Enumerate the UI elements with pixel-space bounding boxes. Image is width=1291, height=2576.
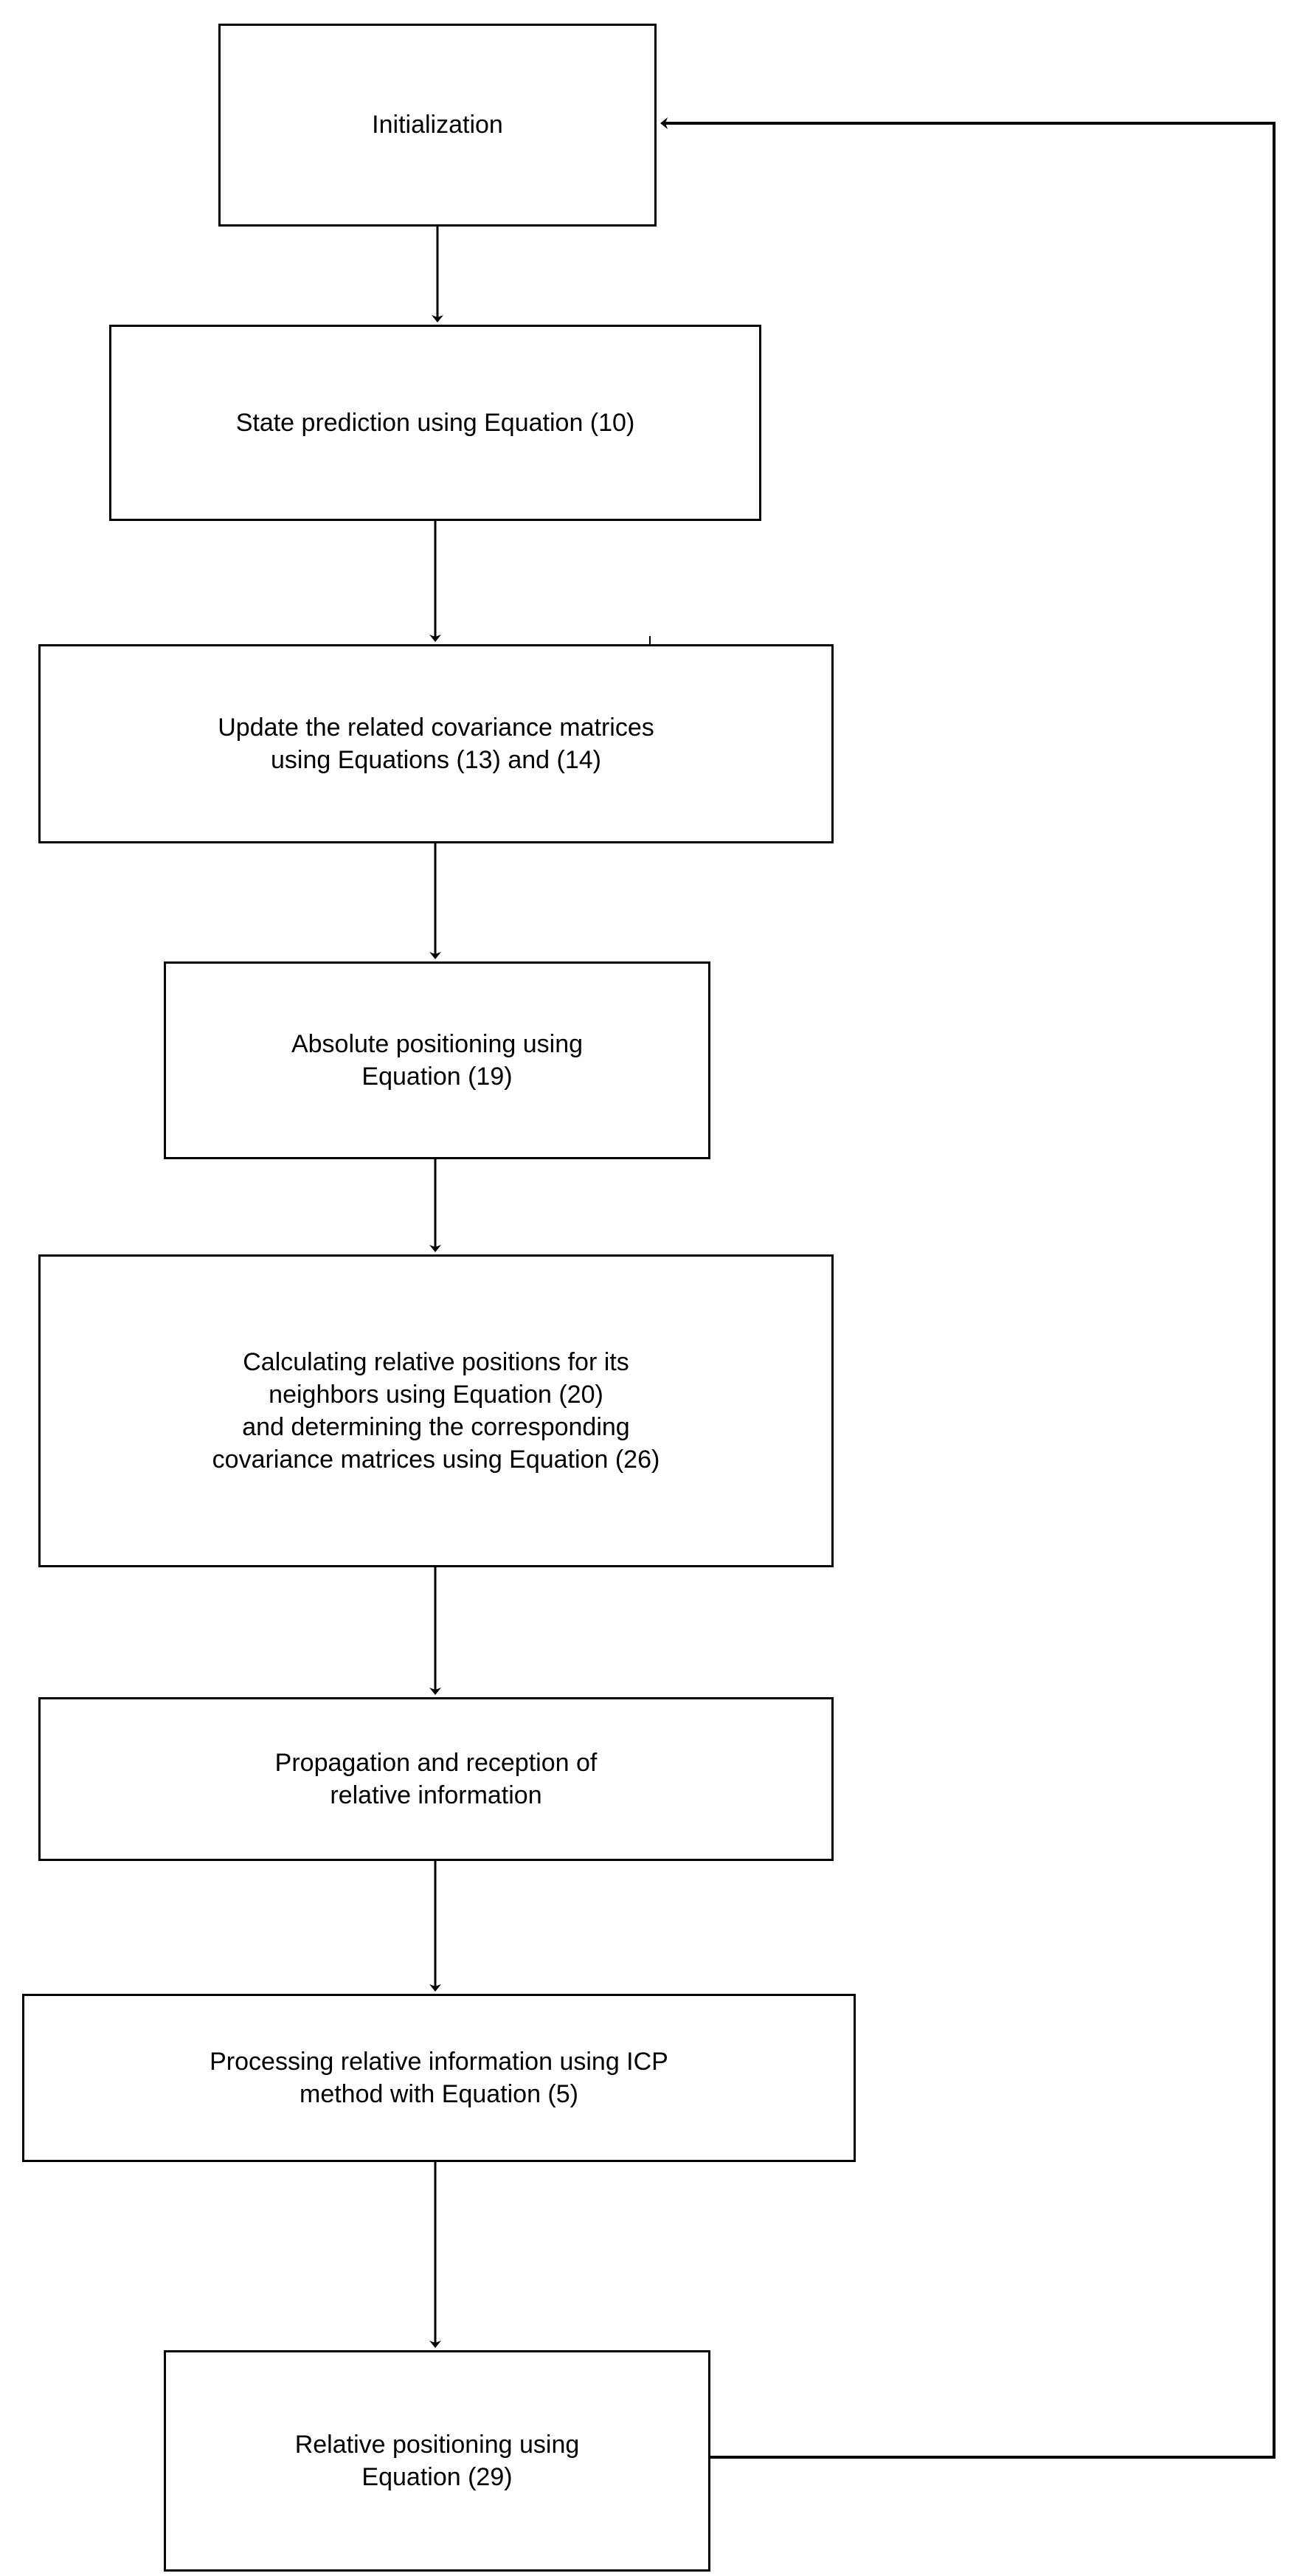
node-initialization[interactable]: Initialization [218,24,657,227]
node-update-covariance[interactable]: Update the related covariance matrices u… [38,644,834,843]
node-absolute-positioning-label: Absolute positioning using Equation (19) [291,1029,584,1091]
node-update-covariance-label: Update the related covariance matrices u… [218,713,654,774]
node-processing-icp-label: Processing relative information using IC… [210,2047,668,2108]
node-absolute-positioning[interactable]: Absolute positioning using Equation (19) [164,961,710,1159]
node-propagation-reception-label: Propagation and reception of relative in… [274,1748,598,1809]
node-initialization-label: Initialization [372,111,503,139]
node-relative-positioning[interactable]: Relative positioning using Equation (29) [164,2350,710,2572]
node-relative-positioning-label: Relative positioning using Equation (29) [294,2430,580,2491]
node-calculating-relative-positions-label: Calculating relative positions for its n… [212,1347,660,1474]
node-calculating-relative-positions[interactable]: Calculating relative positions for its n… [38,1254,834,1567]
node-state-prediction-label: State prediction using Equation (10) [235,408,635,437]
node-processing-icp[interactable]: Processing relative information using IC… [22,1994,856,2162]
node-propagation-reception[interactable]: Propagation and reception of relative in… [38,1697,834,1861]
connector-feedback-loop [660,117,1276,2459]
node-state-prediction[interactable]: State prediction using Equation (10) [109,325,761,521]
